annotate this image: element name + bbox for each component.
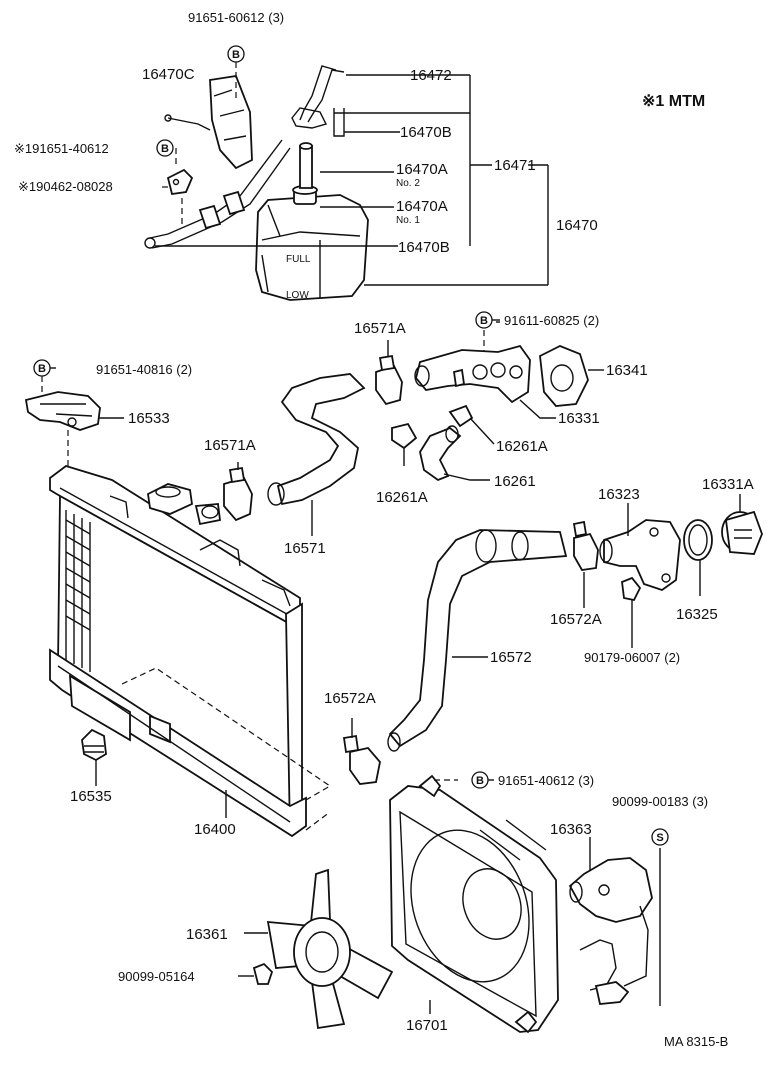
label-full: FULL: [286, 254, 311, 265]
label-16470B-a: 16470B: [400, 124, 452, 141]
lower-radiator-hose-16572: [387, 529, 568, 752]
thermostat-16331A: [721, 494, 763, 555]
part-labels: ※1 MTM 91651-60612 (3) 16470C ※191651-40…: [14, 10, 754, 1049]
label-no2: No. 2: [396, 178, 420, 189]
label-16400: 16400: [194, 821, 236, 838]
bolt-marker-b-4: B: [33, 359, 51, 377]
hose-clamp-16572A-right: [572, 520, 599, 608]
label-16470A-no1: 16470A: [396, 198, 448, 215]
tank-inlet-tube: [299, 145, 313, 189]
hose-clamp-16571A-top: [375, 340, 403, 406]
svg-text:B: B: [232, 49, 240, 61]
svg-text:S: S: [656, 832, 663, 844]
label-16701: 16701: [406, 1017, 448, 1034]
label-16331A: 16331A: [702, 476, 754, 493]
screw-marker-s: S: [651, 828, 669, 846]
label-91611-60825: 91611-60825 (2): [504, 313, 599, 328]
fan-shroud-16701: [389, 774, 559, 1034]
label-91651-40816: 91651-40816 (2): [96, 362, 192, 377]
label-16331: 16331: [558, 410, 600, 427]
hose-clamp-16261A-right: [448, 404, 495, 445]
label-16533: 16533: [128, 410, 170, 427]
bolt-marker-b-1: B: [227, 45, 245, 63]
reservoir-tank-group: [144, 62, 369, 301]
label-191651-40612: ※191651-40612: [14, 141, 109, 156]
footer-code: MA 8315-B: [664, 1034, 728, 1049]
gasket-16325: [683, 519, 713, 596]
bypass-hose-16261: [419, 425, 490, 482]
label-16470B-b: 16470B: [398, 239, 450, 256]
fan-nut-90099-05164: [238, 962, 274, 985]
label-no1: No. 1: [396, 215, 420, 226]
label-16361: 16361: [186, 926, 228, 943]
bolt-marker-b-3: B: [475, 311, 493, 329]
svg-text:B: B: [480, 315, 488, 327]
label-low: LOW: [286, 290, 309, 301]
water-inlet-16323: [599, 503, 681, 591]
hose-clamp-16261A-left: [391, 422, 418, 466]
radiator-support-bracket-16533: [24, 376, 124, 470]
label-90099-00183: 90099-00183 (3): [612, 794, 708, 809]
radiator-cap: [147, 483, 193, 515]
svg-text:B: B: [161, 143, 169, 155]
label-190462-08028: ※190462-08028: [18, 179, 113, 194]
label-16571A-top: 16571A: [354, 320, 406, 337]
label-16323: 16323: [598, 486, 640, 503]
label-16471: 16471: [494, 157, 536, 174]
label-16261: 16261: [494, 473, 536, 490]
label-16572A-bottom: 16572A: [324, 690, 376, 707]
reservoir-tank: [255, 194, 369, 301]
label-16261A-right: 16261A: [496, 438, 548, 455]
cooling-fan-16361: [244, 868, 394, 1030]
svg-text:B: B: [38, 363, 46, 375]
label-16572A-right: 16572A: [550, 611, 602, 628]
label-91651-60612-top: 91651-60612 (3): [188, 10, 284, 25]
label-16261A-bottom: 16261A: [376, 489, 428, 506]
fan-motor-16363: [568, 837, 661, 1006]
label-16470C: 16470C: [142, 66, 195, 83]
hose-clamp-16571A-left: [223, 462, 253, 522]
label-16470A-no2: 16470A: [396, 161, 448, 178]
gasket-16341: [539, 345, 604, 407]
bolt-marker-b-2: B: [156, 139, 174, 157]
reservoir-callout-lines: [155, 74, 549, 323]
label-16341: 16341: [606, 362, 648, 379]
stud-nut-90179: [621, 576, 642, 648]
svg-text:B: B: [476, 775, 484, 787]
label-16571: 16571: [284, 540, 326, 557]
label-16472: 16472: [410, 67, 452, 84]
label-90179-06007: 90179-06007 (2): [584, 650, 680, 665]
bolt-marker-b-5: B: [471, 771, 489, 789]
drain-plug-16535: [81, 728, 107, 786]
bracket-16470C: [209, 75, 253, 170]
model-note: ※1 MTM: [642, 93, 705, 110]
label-16572: 16572: [490, 649, 532, 666]
label-16363: 16363: [550, 821, 592, 838]
label-16535: 16535: [70, 788, 112, 805]
label-91651-40612-bottom: 91651-40612 (3): [498, 773, 594, 788]
upper-radiator-hose-16571: [267, 373, 366, 536]
label-90099-05164: 90099-05164: [118, 969, 195, 984]
water-outlet-16331: [414, 330, 556, 419]
label-16325: 16325: [676, 606, 718, 623]
label-16571A-left: 16571A: [204, 437, 256, 454]
label-16470: 16470: [556, 217, 598, 234]
hose-clamp-16572A-bottom: [342, 718, 381, 785]
radiator-16400: [49, 465, 332, 838]
